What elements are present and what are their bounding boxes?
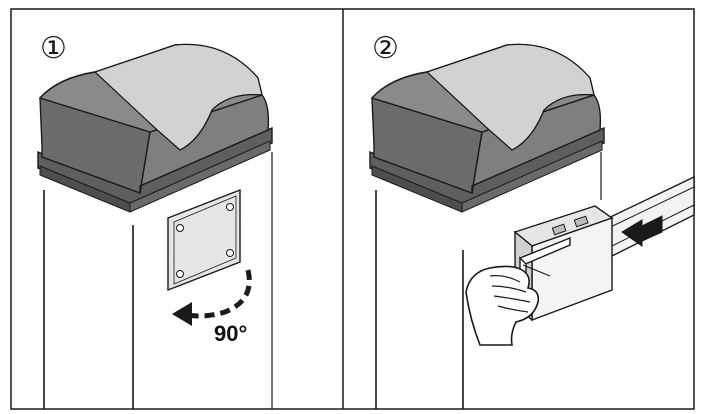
mounting-plate — [167, 188, 241, 292]
panel-2: ② — [369, 31, 695, 409]
boom-arm — [599, 175, 695, 264]
cover-lid-1 — [37, 43, 273, 213]
step-number-2: ② — [372, 31, 399, 66]
panel-1: ① — [37, 31, 273, 409]
step-number-1: ① — [40, 31, 67, 66]
hand-icon — [465, 265, 540, 346]
rotation-angle-label: 90° — [214, 321, 247, 346]
push-arrow-icon — [621, 215, 663, 247]
barrier-column-2 — [375, 152, 602, 409]
rotate-arrow-icon — [172, 269, 252, 326]
barrier-column-1 — [43, 152, 273, 409]
cover-lid-2 — [369, 43, 605, 213]
